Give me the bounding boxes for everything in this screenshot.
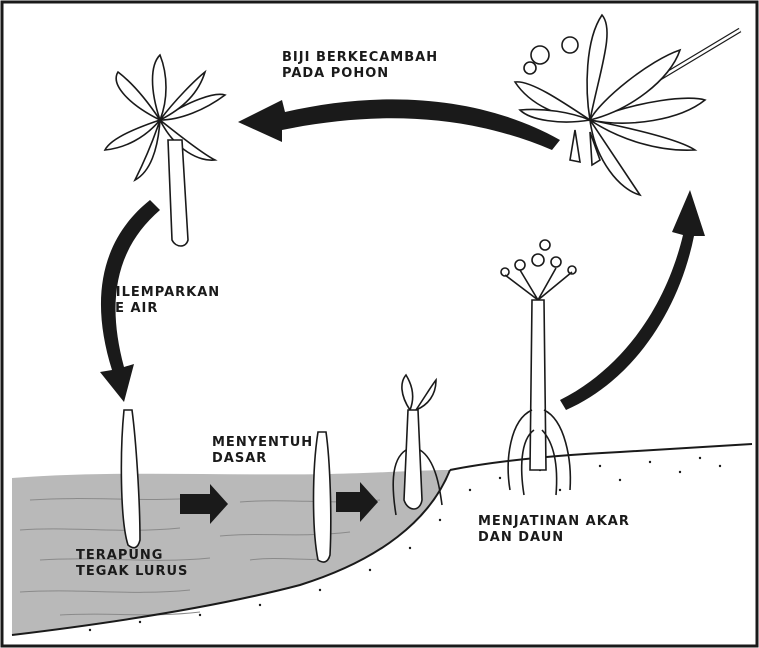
label-germinate-line1: BIJI BERKECAMBAH	[282, 50, 438, 66]
label-roots-line2: DAN DAUN	[478, 530, 630, 546]
label-thrown: DILEMPARKAN KE AIR	[104, 285, 220, 317]
label-roots: MENJATINAN AKAR DAN DAUN	[478, 514, 630, 546]
label-float: TERAPUNG TEGAK LURUS	[76, 548, 188, 580]
label-thrown-line2: KE AIR	[104, 301, 220, 317]
label-roots-line1: MENJATINAN AKAR	[478, 514, 630, 530]
label-float-line1: TERAPUNG	[76, 548, 188, 564]
label-touch-line1: MENYENTUH	[212, 435, 313, 451]
label-float-line2: TEGAK LURUS	[76, 564, 188, 580]
label-touch-line2: DASAR	[212, 451, 313, 467]
label-thrown-line1: DILEMPARKAN	[104, 285, 220, 301]
label-touch: MENYENTUH DASAR	[212, 435, 313, 467]
sinking-propagule	[314, 432, 331, 562]
label-germinate-line2: PADA POHON	[282, 66, 438, 82]
label-germinate: BIJI BERKECAMBAH PADA POHON	[282, 50, 438, 82]
